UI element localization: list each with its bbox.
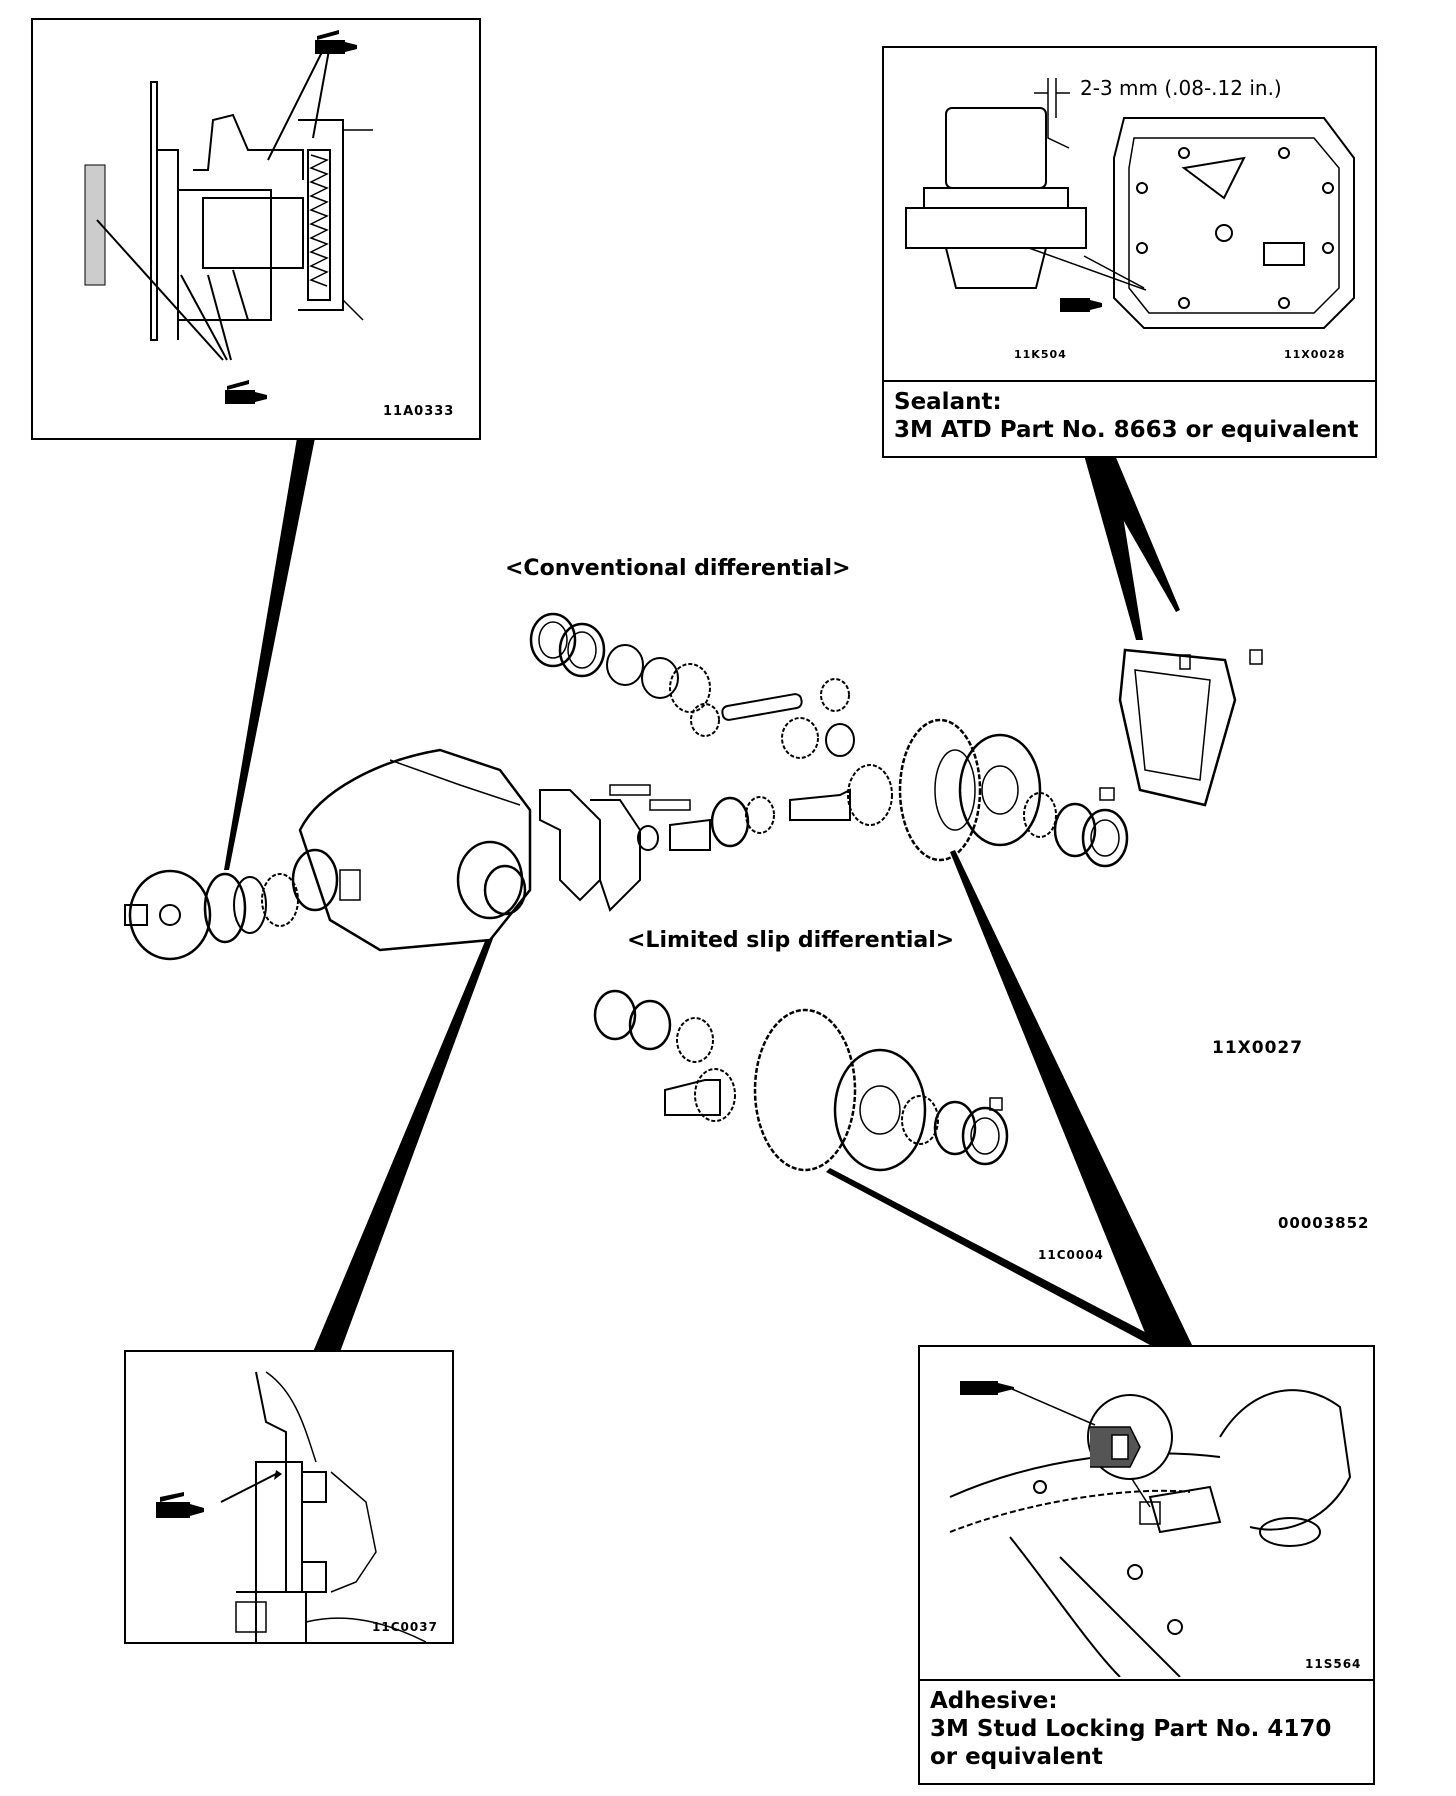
sealant-label: Sealant:	[894, 389, 1002, 415]
cover-sealant-drawing	[905, 78, 1355, 329]
ring-gear-adhesive-drawing	[949, 1381, 1352, 1677]
document-code: 00003852	[1278, 1214, 1370, 1232]
adhesive-text-line-2: or equivalent	[930, 1744, 1103, 1770]
figure-code-right: 11X0028	[1284, 348, 1346, 361]
figure-code: 11S564	[1305, 1657, 1362, 1671]
assembly-code: 11X0027	[1212, 1038, 1304, 1058]
figure-code-left: 11K504	[1014, 348, 1067, 361]
leader-bottom-right-b	[826, 1168, 1170, 1345]
leader-top-right	[1082, 448, 1143, 640]
detail-box-cover-sealant: 2-3 mm (.08-.12 in.) 11K504 11X0028 Seal…	[882, 46, 1377, 458]
sealant-tube-icon	[315, 30, 357, 54]
heading-conventional: <Conventional differential>	[505, 556, 851, 581]
adhesive-note: Adhesive: 3M Stud Locking Part No. 4170 …	[920, 1679, 1373, 1783]
pinion-seal-drawing	[84, 30, 373, 404]
limited-slip-code: 11C0004	[1038, 1248, 1104, 1262]
side-seal-drawing	[156, 1371, 427, 1642]
leader-top-right-2	[1082, 448, 1180, 612]
figure-code: 11A0333	[383, 404, 455, 419]
adhesive-label: Adhesive:	[930, 1688, 1058, 1714]
heading-limited-slip: <Limited slip differential>	[627, 928, 955, 953]
leader-top-left	[224, 438, 315, 870]
detail-box-pinion-seal: 11A0333	[31, 18, 481, 440]
leader-bottom-right-a	[950, 850, 1192, 1345]
gap-dimension: 2-3 mm (.08-.12 in.)	[1080, 76, 1282, 100]
sealant-note: Sealant: 3M ATD Part No. 8663 or equival…	[884, 380, 1375, 456]
sealant-tube-icon	[225, 380, 267, 404]
detail-box-side-seal: 11C0037	[124, 1350, 454, 1644]
leader-bottom-left	[313, 896, 508, 1352]
figure-code: 11C0037	[372, 1620, 438, 1634]
sealant-tube-icon	[1060, 298, 1102, 312]
sealant-tube-icon	[960, 1381, 1014, 1395]
sealant-text: 3M ATD Part No. 8663 or equivalent	[894, 417, 1359, 443]
adhesive-text-line-1: 3M Stud Locking Part No. 4170	[930, 1716, 1332, 1742]
detail-box-ring-gear-adhesive: 11S564 Adhesive: 3M Stud Locking Part No…	[918, 1345, 1375, 1785]
sealant-tube-icon	[156, 1492, 204, 1518]
